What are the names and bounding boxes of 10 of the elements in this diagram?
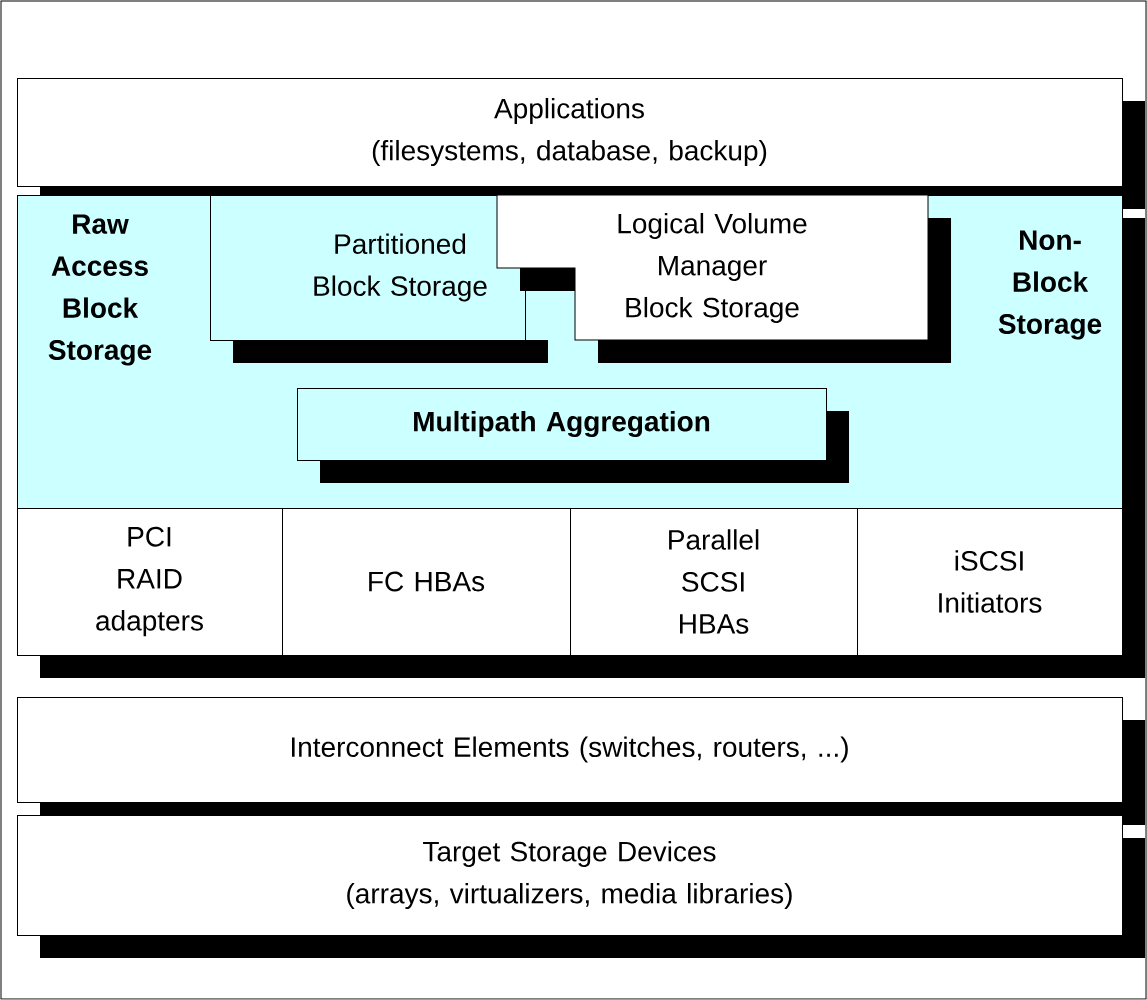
layer-box: Logical Volume Manager Block Storage <box>496 194 951 363</box>
layer-box: PCI RAID adapters <box>17 508 283 656</box>
layer-box: Multipath Aggregation <box>297 388 849 483</box>
layer-box: Partitioned Block Storage <box>210 195 548 363</box>
layer-box: iSCSI Initiators <box>857 508 1123 656</box>
layer-box: Parallel SCSI HBAs <box>570 508 858 656</box>
layer-box: Applications (filesystems, database, backup) <box>17 78 1145 209</box>
layer-box: Target Storage Devices (arrays, virtualizers, media libraries) <box>17 815 1145 958</box>
layer-box: Interconnect Elements (switches, routers, ...) <box>17 697 1145 825</box>
layer-box: FC HBAs <box>282 508 571 656</box>
